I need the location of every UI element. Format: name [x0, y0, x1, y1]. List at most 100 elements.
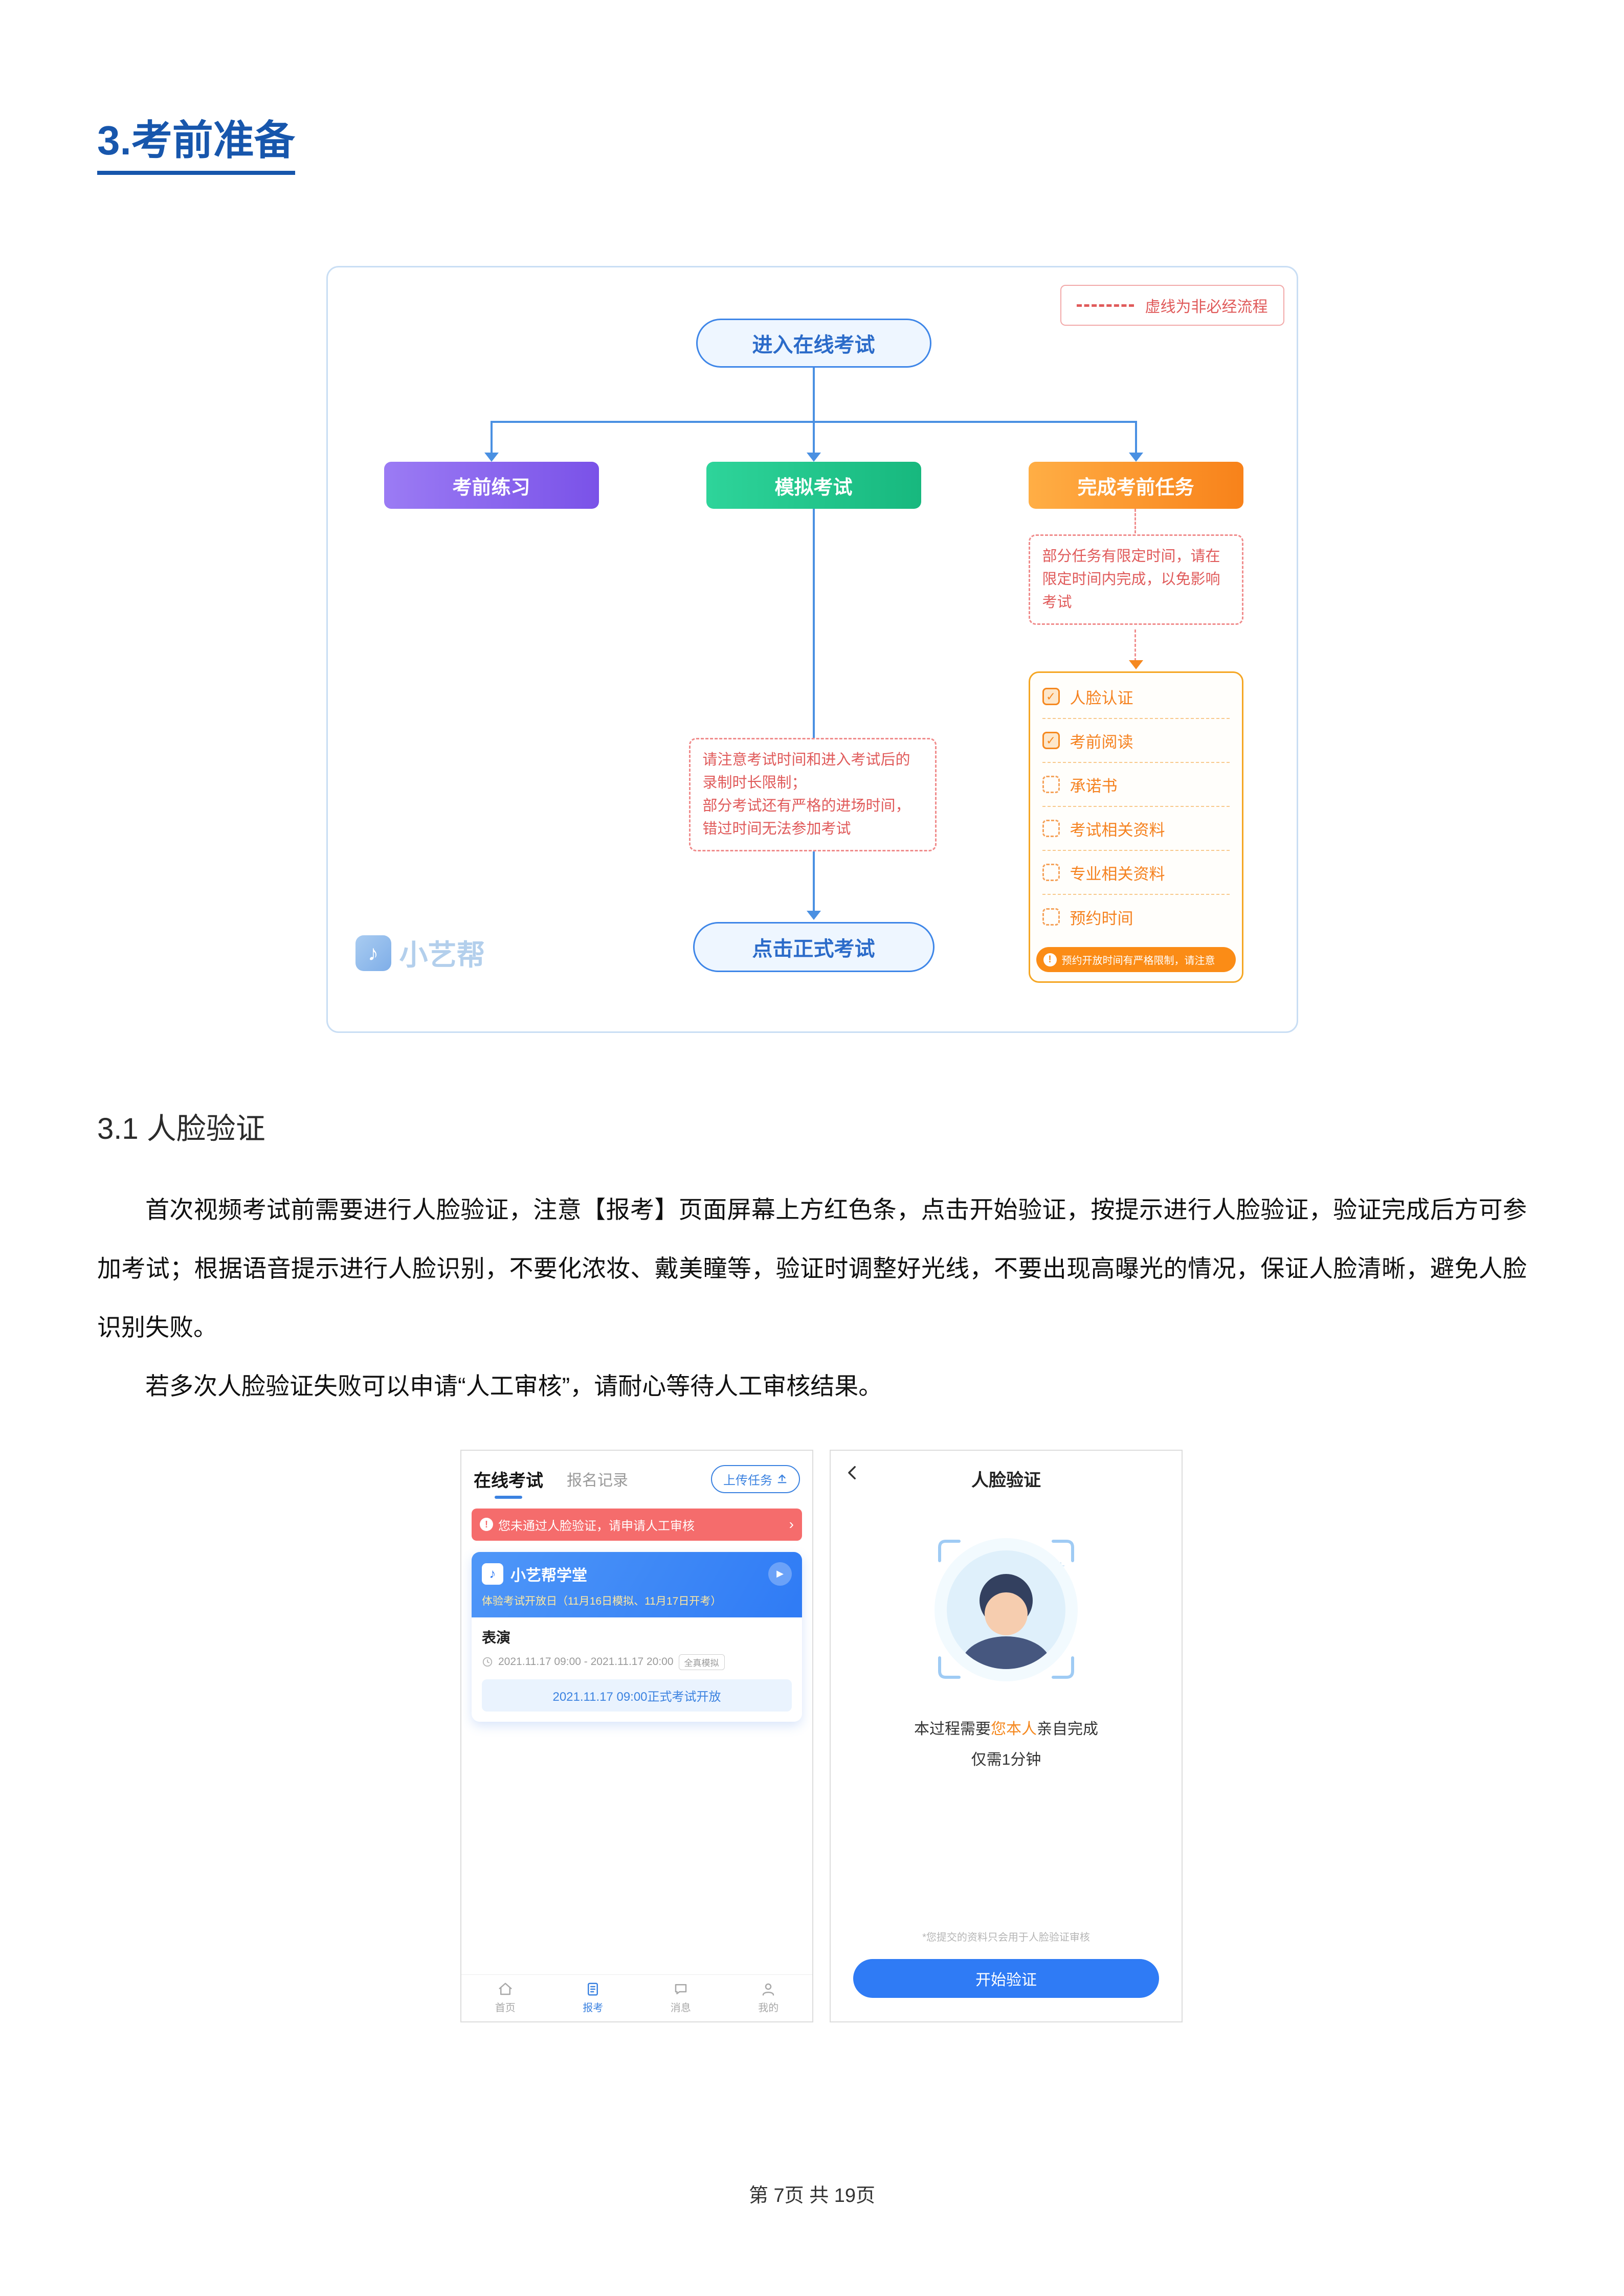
exam-time-row: 2021.11.17 09:00 - 2021.11.17 20:00 全真模拟: [482, 1654, 792, 1670]
paragraph-manual-review: 若多次人脸验证失败可以申请“人工审核”，请耐心等待人工审核结果。: [145, 1372, 883, 1400]
task-label: 考试相关资料: [1070, 821, 1165, 839]
pre-exam-task-list: 人脸认证 考前阅读 承诺书 考试相关资料 专业相关资料 预约时间: [1028, 671, 1243, 983]
arrow-down-icon: [806, 453, 821, 462]
exam-time-note: 请注意考试时间和进入考试后的 录制时长限制； 部分考试还有严格的进场时间， 错过…: [688, 738, 937, 851]
instruction-line-2: 仅需1分钟: [971, 1751, 1041, 1768]
task-row-major-materials: 专业相关资料: [1042, 851, 1230, 895]
exam-card[interactable]: ♪ 小艺帮学堂 ▶ 体验考试开放日（11月16日模拟、11月17日开考） 表演 …: [472, 1551, 802, 1722]
nav-profile-label: 我的: [758, 2002, 779, 2014]
complete-tasks-node: 完成考前任务: [1028, 462, 1243, 509]
nav-messages[interactable]: 消息: [637, 1975, 725, 2021]
dashed-connector: [1134, 629, 1136, 661]
exam-list-icon: [588, 1983, 598, 1996]
upload-icon: [777, 1474, 787, 1483]
upload-task-button[interactable]: 上传任务: [711, 1465, 800, 1493]
xiaoyibang-logo-icon: ♪: [355, 935, 391, 971]
task-row-commitment-letter: 承诺书: [1042, 763, 1230, 807]
checked-checkbox-icon: [1042, 732, 1060, 749]
tab-registration-record[interactable]: 报名记录: [567, 1472, 628, 1490]
face-verification-alert-banner[interactable]: ! 您未通过人脸验证，请申请人工审核 ›: [472, 1508, 802, 1541]
clock-icon: [482, 1657, 493, 1667]
arrow-down-icon: [806, 911, 821, 920]
nav-exams[interactable]: 报考: [549, 1975, 637, 2021]
task-label: 考前阅读: [1070, 733, 1133, 751]
section-3-heading: 3.考前准备: [97, 107, 1624, 175]
section-3-1-heading: 3.1 人脸验证: [97, 1112, 265, 1145]
tab-online-exam[interactable]: 在线考试: [474, 1467, 543, 1492]
home-icon: [499, 1983, 512, 1995]
unchecked-checkbox-icon: [1042, 864, 1060, 881]
chevron-right-icon: ›: [789, 1516, 794, 1533]
exam-time-range: 2021.11.17 09:00 - 2021.11.17 20:00: [498, 1656, 674, 1668]
xiaoyibang-watermark-text: 小艺帮: [399, 939, 485, 971]
formal-exam-open-strip: 2021.11.17 09:00正式考试开放: [482, 1679, 792, 1712]
nav-exams-label: 报考: [583, 2002, 604, 2014]
connector-line: [1134, 421, 1137, 453]
flowchart-legend: 虚线为非必经流程: [1060, 285, 1284, 326]
nav-messages-label: 消息: [670, 2002, 691, 2014]
exam-mode-tag: 全真模拟: [678, 1654, 725, 1670]
task-row-face-auth: 人脸认证: [1042, 675, 1230, 719]
page-number: 第 7页 共 19页: [748, 2185, 876, 2207]
exam-flowchart: 虚线为非必经流程 进入在线考试 考前练习 模拟考试 完成考前任务 部分任务有限定…: [326, 266, 1298, 1033]
appointment-warning-badge: ! 预约开放时间有严格限制，请注意: [1036, 947, 1236, 972]
nav-home-label: 首页: [495, 2002, 516, 2014]
arrow-down-icon: [1128, 660, 1143, 669]
face-verification-title: 人脸验证: [971, 1470, 1041, 1490]
dashed-connector: [1134, 509, 1136, 533]
back-chevron-icon[interactable]: [844, 1464, 861, 1481]
task-label: 承诺书: [1070, 777, 1118, 795]
play-button-icon[interactable]: ▶: [768, 1562, 792, 1586]
instruction-highlight: 您本人: [991, 1720, 1037, 1738]
bottom-navigation: 首页 报考 消息 我的: [461, 1974, 812, 2021]
alert-text: 您未通过人脸验证，请申请人工审核: [498, 1519, 695, 1533]
exam-card-header: ♪ 小艺帮学堂 ▶ 体验考试开放日（11月16日模拟、11月17日开考）: [472, 1551, 802, 1617]
alert-exclamation-icon: !: [480, 1518, 493, 1532]
start-verification-button[interactable]: 开始验证: [853, 1959, 1159, 1998]
task-row-exam-materials: 考试相关资料: [1042, 807, 1230, 851]
mock-exam-node: 模拟考试: [706, 462, 921, 509]
privacy-note: *您提交的资料只会用于人脸验证审核: [922, 1931, 1090, 1943]
nav-home[interactable]: 首页: [461, 1975, 549, 2021]
section-3-heading-text: 3.考前准备: [97, 107, 295, 175]
school-logo-icon: ♪: [482, 1563, 503, 1585]
instruction-prefix: 本过程需要: [914, 1720, 991, 1738]
connector-line: [812, 421, 815, 453]
task-row-appointment-time: 预约时间: [1042, 895, 1230, 939]
connector-line: [812, 509, 815, 912]
phone-face-verification-screen: 人脸验证 + +: [830, 1449, 1183, 2022]
exclamation-icon: !: [1043, 953, 1057, 966]
face-verification-header: 人脸验证: [831, 1451, 1182, 1491]
xiaoyibang-watermark: ♪ 小艺帮: [355, 932, 485, 974]
exam-card-body: 表演 2021.11.17 09:00 - 2021.11.17 20:00 全…: [472, 1617, 802, 1722]
phone-screenshots: 在线考试 报名记录 上传任务 ! 您未通过人脸验证，请申请人工审核 › ♪ 小艺…: [460, 1449, 1624, 2022]
tasks-time-limit-note: 部分任务有限定时间，请在限定时间内完成，以免影响考试: [1028, 534, 1243, 625]
unchecked-checkbox-icon: [1042, 776, 1060, 793]
exam-subject-name: 表演: [482, 1629, 511, 1646]
upload-task-label: 上传任务: [723, 1473, 772, 1488]
instruction-line-1: 本过程需要您本人亲自完成: [831, 1716, 1182, 1739]
message-icon: [675, 1984, 686, 1995]
enter-online-exam-node: 进入在线考试: [696, 319, 931, 368]
school-name: 小艺帮学堂: [510, 1567, 587, 1584]
face-scan-illustration: + +: [924, 1524, 1088, 1687]
paragraph-face-verification: 首次视频考试前需要进行人脸验证，注意【报考】页面屏幕上方红色条，点击开始验证，按…: [97, 1196, 1527, 1341]
task-label: 预约时间: [1070, 909, 1133, 928]
connector-line: [490, 421, 493, 453]
appointment-warning-text: 预约开放时间有严格限制，请注意: [1061, 955, 1215, 966]
exam-list-header: 在线考试 报名记录 上传任务: [461, 1451, 812, 1493]
unchecked-checkbox-icon: [1042, 908, 1060, 926]
connector-line: [812, 368, 815, 421]
pre-exam-practice-node: 考前练习: [384, 462, 599, 509]
dashed-line-icon: [1076, 304, 1134, 307]
task-label: 专业相关资料: [1070, 865, 1165, 883]
exam-open-days: 体验考试开放日（11月16日模拟、11月17日开考）: [482, 1595, 722, 1607]
instruction-suffix: 亲自完成: [1037, 1720, 1098, 1738]
task-row-pre-exam-reading: 考前阅读: [1042, 719, 1230, 763]
arrow-down-icon: [1128, 453, 1143, 462]
checked-checkbox-icon: [1042, 688, 1060, 705]
nav-profile[interactable]: 我的: [725, 1975, 813, 2021]
person-icon: [763, 1983, 774, 1996]
task-label: 人脸认证: [1070, 689, 1133, 707]
